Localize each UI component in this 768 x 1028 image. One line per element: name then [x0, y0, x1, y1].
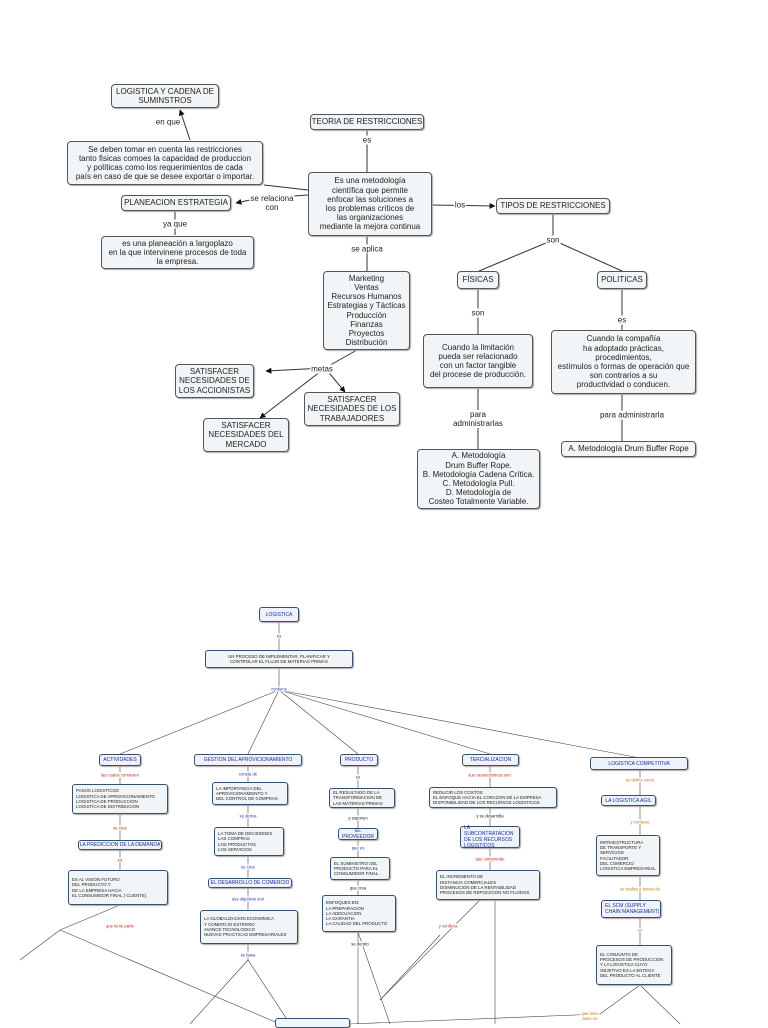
node-gestion-aprovicionamiento: GESTION DEL APROVICIONAMIENTO [194, 754, 302, 766]
node-planeacion-estrategia: PLANEACION ESTRATEGIA [121, 195, 231, 211]
node-scm: EL SCM (SUPPLY CHAIN MANAGEMENT) [601, 900, 661, 918]
label-los: los [453, 200, 467, 210]
node-terc-reducir: REDUCIR LOS COSTOS EL ENFOQUE HACIA EL C… [429, 787, 557, 808]
label-y-se-desarrolla: y se desarrolla [475, 813, 505, 819]
label-se-crea: se crea [112, 825, 128, 831]
node-logistica-competitiva: LOGISTICA COMPETITIVA [590, 757, 688, 770]
node-logistica-agil: LA LOGISTICA AGIL [601, 795, 656, 806]
label-sus-objetivos: sus objetivos son [230, 896, 266, 902]
node-planeacion-desc: es una planeación a largoplazo en la que… [101, 236, 254, 269]
label-consta-de: consta de [237, 771, 259, 777]
label-metas: metas [310, 364, 334, 374]
node-fisicas: FÍSICAS [457, 271, 499, 289]
node-toma-decisiones: LA TOMA DE DECISIONES LAS COMPRAS LOS PR… [214, 827, 284, 856]
label-que-es: que es [350, 845, 366, 851]
node-producto-resultado: EL RESULTADO DE LA TRANSFORMACION DE LAS… [329, 788, 395, 808]
label-se-relaciona: se relaciona con [249, 194, 295, 212]
label-que-tiene-parte: que tiene parte [105, 923, 135, 929]
node-metodologia: Es una metodología científica que permit… [308, 172, 432, 236]
node-actividades-list: PASOS LOGISTICOS LOGISTICA DE APROVICION… [72, 784, 168, 814]
label-es-producto: es [354, 774, 362, 780]
node-suministro: EL SUMINISTRO DEL PRODUCTO PARA EL CONSU… [330, 857, 390, 880]
label-que-tiene-base: que tiene base en [580, 1011, 600, 1021]
node-politicas: POLITICAS [597, 271, 647, 289]
label-se-realiza: se realiza a traves de [619, 886, 661, 892]
node-fisicas-desc: Cuando la limitación pueda ser relaciona… [423, 334, 533, 388]
node-proceso: UN PROCESO DE IMPLEMENTAR, PLANIFICAR Y … [205, 650, 353, 668]
node-desarrollo-comercio: EL DESARROLLO DE COMERCIO [208, 878, 292, 888]
node-logistica-cadena: LOGISTICA Y CADENA DE SUMINSTROS [111, 84, 219, 108]
label-y-contiene: y contiene [629, 819, 651, 825]
label-se-crea-2: se crea [240, 864, 256, 870]
label-se-dentro: se dentro [350, 941, 370, 947]
node-politicas-desc: Cuando la compañía ha adoptado prácticas… [551, 330, 696, 394]
node-areas: Marketing Ventas Recursos Humanos Estrat… [323, 271, 410, 350]
node-proveedor: EL PROVEEDOR [338, 828, 378, 840]
label-para-administrarlas: para administrarlas [452, 410, 504, 428]
label-es: es [275, 633, 283, 639]
label-se-deriva: se deriva [238, 813, 258, 819]
node-globalizacion: LA GLOBALIZACION ECONOMICA Y COMERCIO EX… [200, 910, 298, 944]
label-que-comprende: que comprende [474, 856, 506, 862]
label-ya-que: ya que [161, 219, 189, 229]
node-prediccion-demanda: LA PREDICCION DE LA DEMANDA [78, 840, 162, 850]
node-restricciones-note: Se deben tomar en cuenta las restriccion… [67, 141, 263, 185]
node-bottom-partial [275, 1018, 350, 1028]
label-es-2: es [116, 857, 124, 863]
node-actividades: ACTIVIDADES [99, 754, 141, 766]
node-logistica: LOGISTICA [259, 607, 299, 622]
node-metodologias-list: A. Metodología Drum Buffer Rope. B. Meto… [417, 449, 540, 509]
label-que-crea: que crea [348, 885, 368, 891]
node-politicas-metodologia: A. Metodología Drum Buffer Rope [561, 441, 696, 457]
label-caracteristicas: sus caracteristicas son: [467, 772, 513, 778]
node-producto: PRODUCTO [340, 754, 378, 766]
node-tercializacion: TERCIALIZACION [462, 754, 519, 766]
node-vision: ES AL VISION FUTURO DEL PRODUCTO Y DE LA… [68, 870, 168, 905]
label-se-aplica: se aplica [350, 244, 384, 254]
label-es-3: es [636, 927, 644, 933]
label-es: es [361, 135, 373, 145]
label-y-conlleva: y conlleva [437, 923, 459, 929]
label-se-basa: se basa [239, 952, 257, 958]
node-subcontratacion: LA SUBCONTRATACION DE LOS RECURSOS LOGIS… [460, 825, 520, 849]
label-en-que: en que [154, 117, 182, 127]
label-son: son [545, 235, 561, 245]
node-infraestructura: INFRAESTRUCTURA DE TRANSPORTE Y SERVICIO… [596, 835, 660, 876]
node-satisfacer-trabajadores: SATISFACER NECESIDADES DE LOS TRABAJADOR… [304, 392, 400, 426]
label-contiene: contiene [270, 686, 288, 692]
node-satisfacer-mercado: SATISFACER NECESIDADES DEL MERCADO [203, 418, 289, 452]
label-es-politicas: es [616, 315, 628, 325]
label-para-administrarla: para administrarla [598, 410, 666, 420]
node-tipos-restricciones: TIPOS DE RESTRICCIONES [496, 198, 610, 214]
label-y-suponen: y suponen [347, 815, 369, 821]
label-se-define-como: se define como [624, 777, 656, 783]
node-conjunto: EL CONJUNTO DE PROCESOS DE PRODUCCION Y … [596, 945, 672, 985]
node-incremento: EL INCREMENTO DE DISTANCIA COMERCIALES D… [436, 870, 540, 900]
node-gestion-importancia: LA IMPORTANCIA DEL APROVICIONAMIENTO Y D… [212, 782, 288, 805]
node-satisfacer-accionistas: SATISFACER NECESIDADES DE LOS ACCIONISTA… [175, 364, 254, 398]
node-enfoques: ENFOQUES EN: LA PREPARACION LA ADECUACIO… [322, 895, 396, 932]
label-son-fisicas: son [470, 308, 486, 318]
label-las-cuales-contienen: las cuales contienen [100, 772, 140, 778]
node-teoria-restricciones: TEORIA DE RESTRICCIONES [310, 114, 424, 130]
